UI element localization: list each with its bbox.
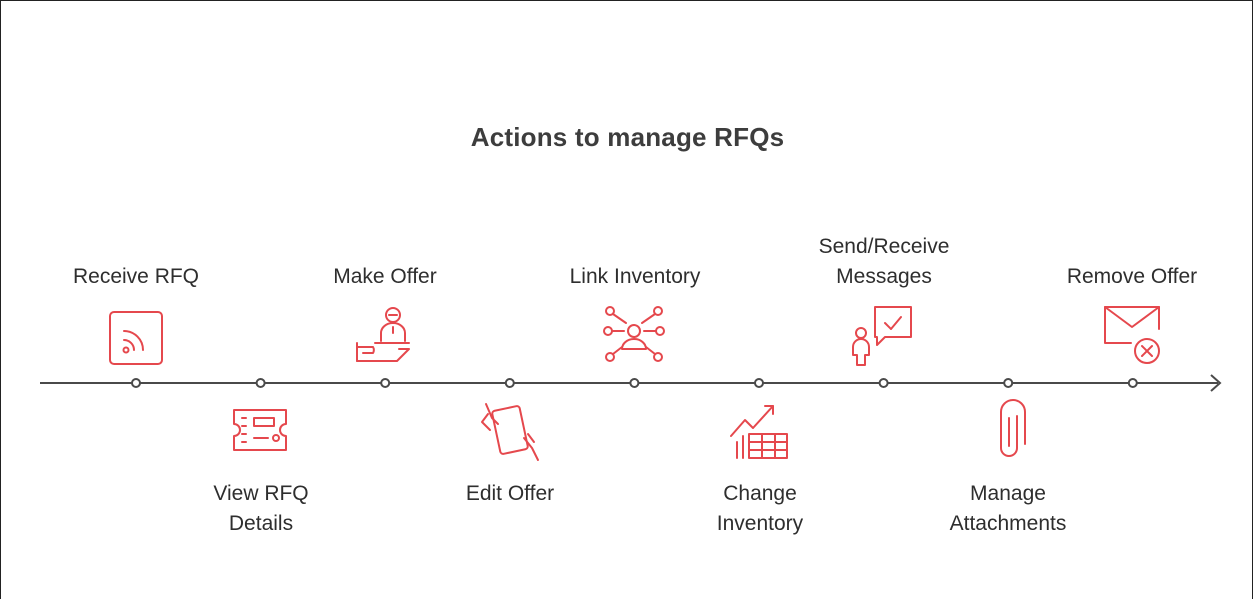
paperclip-icon (977, 398, 1041, 462)
step-label-manage-attachments: Manage Attachments (949, 482, 1067, 535)
step-label-make-offer: Make Offer (333, 265, 437, 288)
step-label-change-inventory: Change Inventory (716, 482, 804, 535)
step-label-edit-offer: Edit Offer (465, 482, 555, 505)
step-label-link-inventory: Link Inventory (569, 265, 701, 288)
step-label-view-rfq-details: View RFQ Details (213, 482, 309, 535)
person-chat-icon (851, 303, 915, 367)
step-label-receive-rfq: Receive RFQ (72, 265, 200, 288)
step-label-send-receive-messages: Send/Receive Messages (818, 235, 950, 288)
rss-feed-icon (104, 306, 168, 370)
tablet-edit-icon (478, 398, 542, 462)
ticket-details-icon (228, 398, 292, 462)
network-link-icon (602, 303, 666, 367)
chart-table-icon (727, 398, 791, 462)
envelope-remove-icon (1101, 303, 1165, 367)
hand-offer-icon (353, 303, 417, 367)
diagram-title: Actions to manage RFQs (470, 122, 785, 152)
step-label-remove-offer: Remove Offer (1066, 265, 1198, 288)
